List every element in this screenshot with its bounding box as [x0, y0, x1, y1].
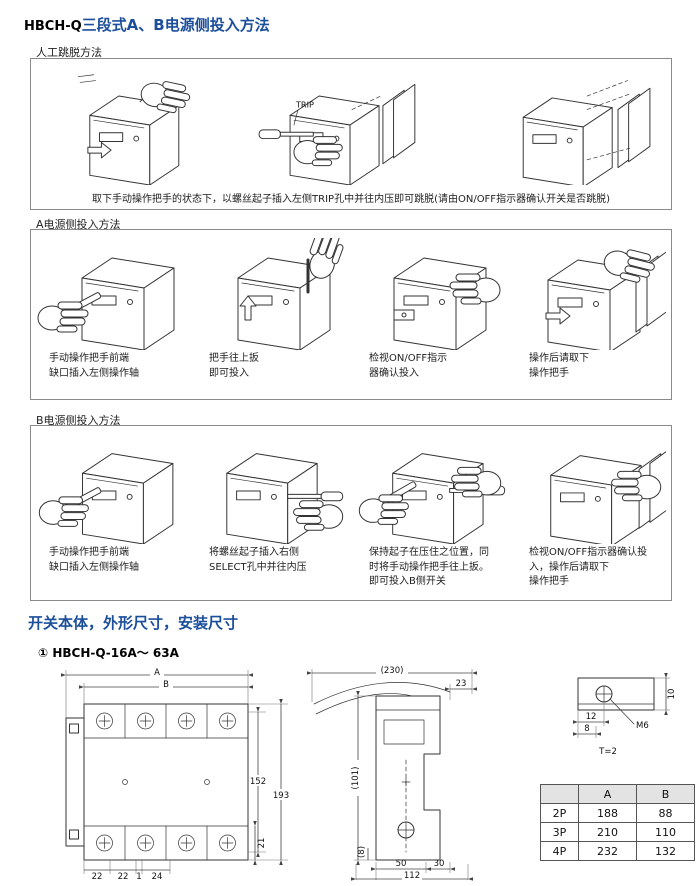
- dim-label-12: 12: [586, 712, 597, 722]
- dim-label-22a: 22: [92, 872, 103, 880]
- side-view-drawing: (230) 23 (101) (8) 50 30 112: [306, 665, 478, 881]
- spec-cell: 210: [578, 822, 637, 842]
- b-step-4: 检视ON/OFF指示器确认投 入，操作后请取下 操作把手: [511, 426, 671, 600]
- b-side-steps: 手动操作把手前端 缺口插入左侧操作轴 将螺丝起子插入右侧 SELECT孔中并往内…: [31, 426, 671, 600]
- illustration-a-step-3: [393, 257, 501, 350]
- dim-label-t2: T=2: [598, 747, 617, 757]
- a-step-1-caption: 手动操作把手前端 缺口插入左侧操作轴: [49, 353, 139, 379]
- a-step-3: 检视ON/OFF指示 器确认投入: [351, 230, 511, 399]
- dim-label-a: A: [154, 668, 160, 678]
- outline-section-subtitle: ① HBCH-Q-16A～ 63A: [38, 646, 179, 660]
- spec-header-a: A: [578, 784, 637, 804]
- section-label-trip: 人工跳脱方法: [36, 46, 102, 59]
- illustration-b-step-1: [38, 453, 174, 544]
- spec-cell: 188: [578, 803, 637, 823]
- b-step-3-caption: 保持起子在压住之位置，同 时将手动操作把手往上扳。 即可投入B侧开关: [369, 547, 489, 587]
- dim-label-24: 24: [152, 872, 163, 880]
- spec-cell: 110: [636, 822, 695, 842]
- dim-label-112: 112: [404, 871, 420, 881]
- b-step-2-caption: 将螺丝起子插入右侧 SELECT孔中并往内压: [209, 547, 307, 573]
- spec-cell: 2P: [540, 803, 579, 823]
- spec-row-2p: 2P 188 88: [540, 803, 695, 823]
- dim-label-230: (230): [381, 666, 404, 676]
- dim-label-m6: M6: [636, 721, 649, 731]
- front-view-drawing: A B 152 193 22 22 1 24 21: [60, 667, 290, 880]
- dim-label-8: 8: [584, 724, 589, 734]
- b-side-panel: 手动操作把手前端 缺口插入左侧操作轴 将螺丝起子插入右侧 SELECT孔中并往内…: [30, 425, 672, 601]
- illustration-trip-step-1: [77, 74, 193, 185]
- page-title: HBCH-Q三段式A、B电源侧投入方法: [24, 14, 270, 35]
- b-step-3: 保持起子在压住之位置，同 时将手动操作把手往上扳。 即可投入B侧开关: [351, 426, 511, 600]
- trip-method-panel: TRIP 取下手动操作把手的状态下，以螺丝起子插入左侧TRIP孔中并往内压即可跳…: [30, 58, 672, 210]
- trip-hole-label: TRIP: [295, 100, 314, 110]
- a-side-steps: 手动操作把手前端 缺口插入左侧操作轴 把手往上扳 即可投入 检视ON/OFF指示…: [31, 230, 671, 399]
- a-step-2: 把手往上扳 即可投入: [191, 230, 351, 399]
- a-step-3-caption: 检视ON/OFF指示 器确认投入: [369, 353, 448, 379]
- dim-label-193: 193: [273, 791, 289, 801]
- dim-label-21: 21: [257, 838, 267, 849]
- spec-row-3p: 3P 210 110: [540, 822, 695, 842]
- a-step-4-caption: 操作后请取下 操作把手: [529, 353, 589, 379]
- trip-illustrations: TRIP: [31, 59, 671, 185]
- dim-label-b: B: [163, 680, 169, 690]
- illustration-a-step-2: [237, 238, 346, 350]
- b-step-1-caption: 手动操作把手前端 缺口插入左侧操作轴: [49, 547, 139, 573]
- illustration-trip-step-2: TRIP: [258, 83, 416, 185]
- b-step-2: 将螺丝起子插入右侧 SELECT孔中并往内压: [191, 426, 351, 600]
- spec-cell: 3P: [540, 822, 579, 842]
- spec-cell: 88: [636, 803, 695, 823]
- dim-label-8p: (8): [357, 846, 367, 858]
- illustration-b-step-4: [550, 447, 666, 544]
- b-step-1: 手动操作把手前端 缺口插入左侧操作轴: [31, 426, 191, 600]
- dim-label-50: 50: [396, 859, 407, 869]
- a-side-panel: 手动操作把手前端 缺口插入左侧操作轴 把手往上扳 即可投入 检视ON/OFF指示…: [30, 229, 672, 400]
- spec-cell: 232: [578, 841, 637, 861]
- dim-label-152: 152: [250, 777, 266, 787]
- a-step-4: 操作后请取下 操作把手: [511, 230, 671, 399]
- spec-header-row: A B: [540, 784, 695, 804]
- mounting-detail-drawing: 10 12 8 M6 T=2: [572, 672, 677, 757]
- model-name: HBCH-Q: [24, 19, 82, 34]
- spec-row-4p: 4P 232 132: [540, 841, 695, 861]
- dim-label-10: 10: [667, 689, 677, 700]
- dim-label-1: 1: [136, 872, 141, 880]
- page-title-text: 三段式A、B电源侧投入方法: [81, 16, 270, 34]
- illustration-b-step-3: [358, 453, 506, 544]
- dim-label-101: (101): [351, 767, 361, 790]
- illustration-b-step-2: [226, 453, 344, 544]
- illustration-trip-step-3: [522, 80, 651, 185]
- illustration-a-step-1: [37, 257, 175, 350]
- illustration-a-step-4: [545, 243, 666, 350]
- dim-label-23: 23: [456, 679, 467, 689]
- b-step-4-caption: 检视ON/OFF指示器确认投 入，操作后请取下 操作把手: [529, 547, 648, 587]
- dim-label-22b: 22: [118, 872, 129, 880]
- spec-header-blank: [540, 784, 579, 804]
- outline-section-title: 开关本体，外形尺寸，安装尺寸: [28, 614, 239, 632]
- a-step-2-caption: 把手往上扳 即可投入: [209, 353, 259, 379]
- spec-cell: 132: [636, 841, 695, 861]
- a-step-1: 手动操作把手前端 缺口插入左侧操作轴: [31, 230, 191, 399]
- trip-caption: 取下手动操作把手的状态下，以螺丝起子插入左侧TRIP孔中并往内压即可跳脱(请由O…: [92, 194, 610, 205]
- dimension-spec-table: A B 2P 188 88 3P 210 110 4P 232 132: [540, 784, 695, 861]
- spec-cell: 4P: [540, 841, 579, 861]
- dim-label-30: 30: [434, 859, 445, 869]
- spec-header-b: B: [636, 784, 695, 804]
- section-label-b-side: B电源侧投入方法: [36, 414, 121, 427]
- section-label-a-side: A电源侧投入方法: [36, 218, 121, 231]
